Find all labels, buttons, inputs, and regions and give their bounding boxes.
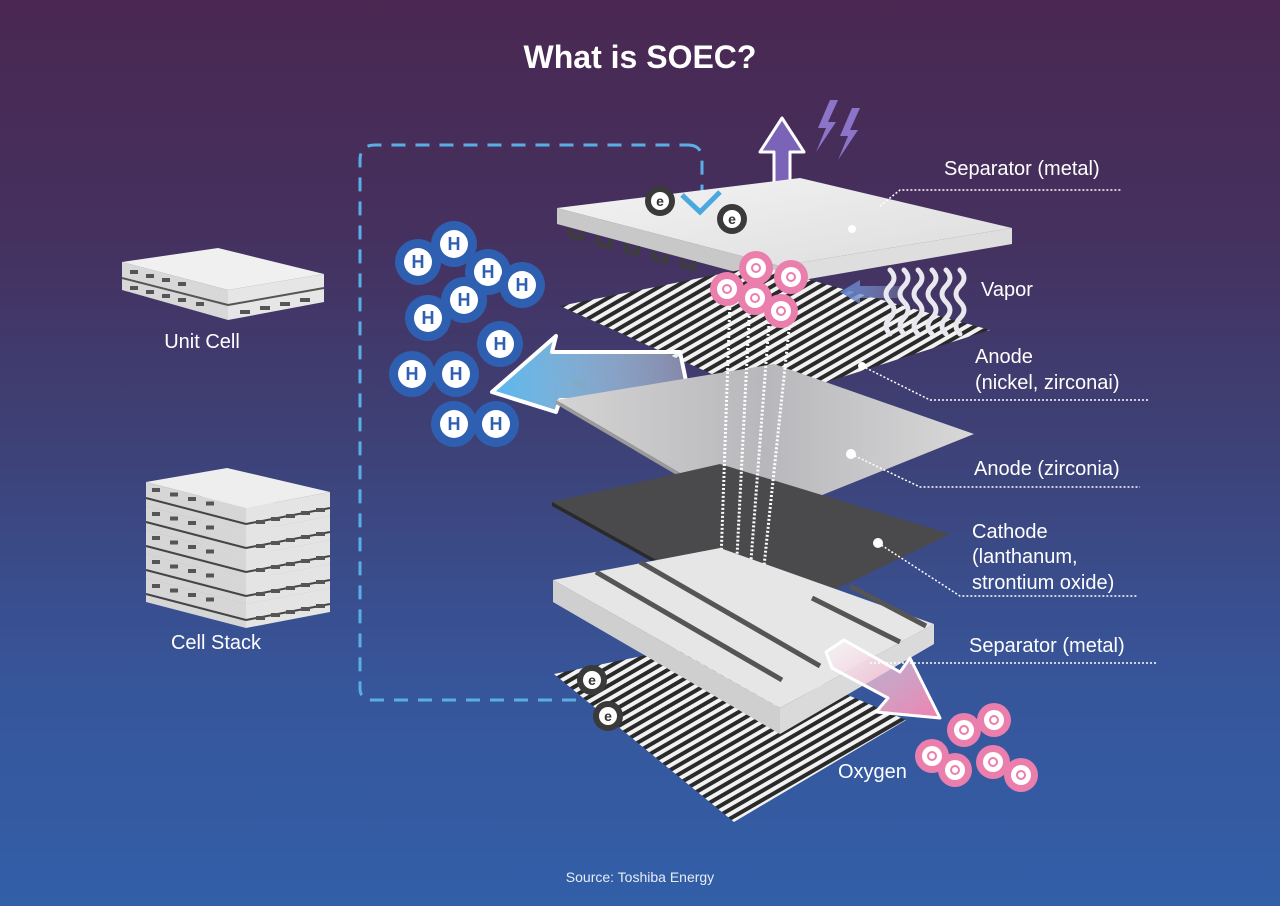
unit-cell-label: Unit Cell <box>164 331 240 353</box>
oxygen-atom-icon <box>977 703 1011 737</box>
svg-text:H: H <box>406 364 419 384</box>
svg-text:H: H <box>458 290 471 310</box>
oxygen-atom-icon <box>739 251 773 285</box>
hydrogen-atom-icon: H <box>389 351 435 397</box>
hydrogen-atom-icon: H <box>477 321 523 367</box>
label-dot <box>848 225 856 233</box>
svg-text:H: H <box>516 275 529 295</box>
electron-bottom: e <box>577 665 607 695</box>
svg-text:H: H <box>490 414 503 434</box>
label-anode-nickel-line1: Anode <box>975 346 1033 368</box>
electron-top: e <box>645 186 675 216</box>
svg-text:H: H <box>422 308 435 328</box>
electron-bottom: e <box>593 701 623 731</box>
hydrogen-atom-icon: H <box>499 262 545 308</box>
svg-text:e: e <box>656 193 664 209</box>
oxygen-atom-icon <box>938 753 972 787</box>
unit-cell-icon <box>121 248 325 320</box>
label-anode-nickel-line2: (nickel, zirconai) <box>975 372 1119 394</box>
electron-in-arrow-icon <box>680 190 722 216</box>
source-credit: Source: Toshiba Energy <box>566 869 714 885</box>
svg-text:H: H <box>448 414 461 434</box>
lightning-icon <box>816 100 860 160</box>
svg-text:e: e <box>604 708 612 724</box>
svg-text:H: H <box>448 234 461 254</box>
svg-text:H: H <box>450 364 463 384</box>
hydrogen-atom-icon: H <box>433 351 479 397</box>
svg-text:H: H <box>482 262 495 282</box>
oxygen-out-arrow-icon <box>824 638 942 720</box>
hydrogen-atom-icon: H <box>431 221 477 267</box>
svg-text:H: H <box>412 252 425 272</box>
oxygen-atom-icon <box>710 272 744 306</box>
hydrogen-atom-icon: H <box>395 239 441 285</box>
oxygen-atom-icon <box>976 745 1010 779</box>
oxygen-atom-icon <box>947 713 981 747</box>
hydrogen-atom-icon: H <box>473 401 519 447</box>
svg-text:e: e <box>588 672 596 688</box>
label-separator-bottom: Separator (metal) <box>969 635 1125 657</box>
svg-text:e: e <box>728 211 736 227</box>
label-oxygen: Oxygen <box>838 761 907 783</box>
label-leader-lines <box>850 189 1158 664</box>
hydrogen-atom-icon: H <box>405 295 451 341</box>
label-vapor: Vapor <box>981 279 1033 301</box>
label-cathode-line2: (lanthanum, <box>972 546 1078 568</box>
oxygen-ions-top <box>710 251 808 328</box>
label-anode-zirconia: Anode (zirconia) <box>974 458 1120 480</box>
label-cathode-line1: Cathode <box>972 521 1048 543</box>
electron-circuit-path <box>358 143 704 702</box>
hydrogen-atom-icon: H <box>441 277 487 323</box>
oxygen-atom-icon <box>1004 758 1038 792</box>
page-title: What is SOEC? <box>524 39 757 75</box>
electron-top: e <box>717 204 747 234</box>
cell-stack-label: Cell Stack <box>171 632 262 654</box>
cell-stack-icon <box>145 468 331 628</box>
oxygen-atom-icon <box>738 281 772 315</box>
oxygen-atom-icon <box>764 294 798 328</box>
label-separator-top: Separator (metal) <box>944 158 1100 180</box>
vapor-icon <box>883 267 967 337</box>
label-cathode-line3: strontium oxide) <box>972 572 1114 594</box>
oxygen-atom-icon <box>774 260 808 294</box>
oxygen-ion-path-arrows <box>718 299 792 605</box>
svg-text:H: H <box>494 334 507 354</box>
oxygen-molecules-bottom <box>915 703 1038 792</box>
hydrogen-atom-icon: H <box>431 401 477 447</box>
